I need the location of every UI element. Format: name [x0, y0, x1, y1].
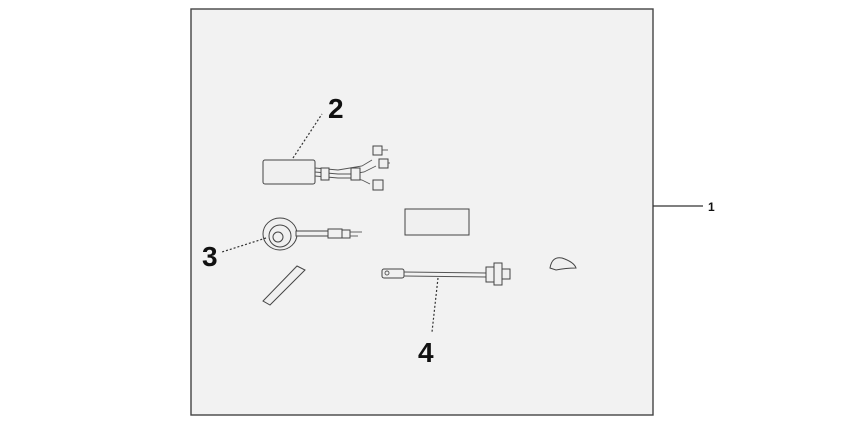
part-cable-tie — [262, 265, 306, 306]
leader-line-2 — [292, 113, 323, 159]
callout-4: 4 — [418, 337, 434, 368]
part-siren — [262, 217, 362, 251]
callout-3: 3 — [202, 241, 218, 272]
part-clip — [549, 257, 577, 271]
callout-1: 1 — [708, 200, 715, 214]
part-pad — [404, 208, 470, 236]
part-control-unit — [262, 145, 390, 191]
part-cable — [381, 262, 511, 286]
leader-line-4 — [431, 277, 439, 333]
callout-2: 2 — [328, 93, 344, 124]
